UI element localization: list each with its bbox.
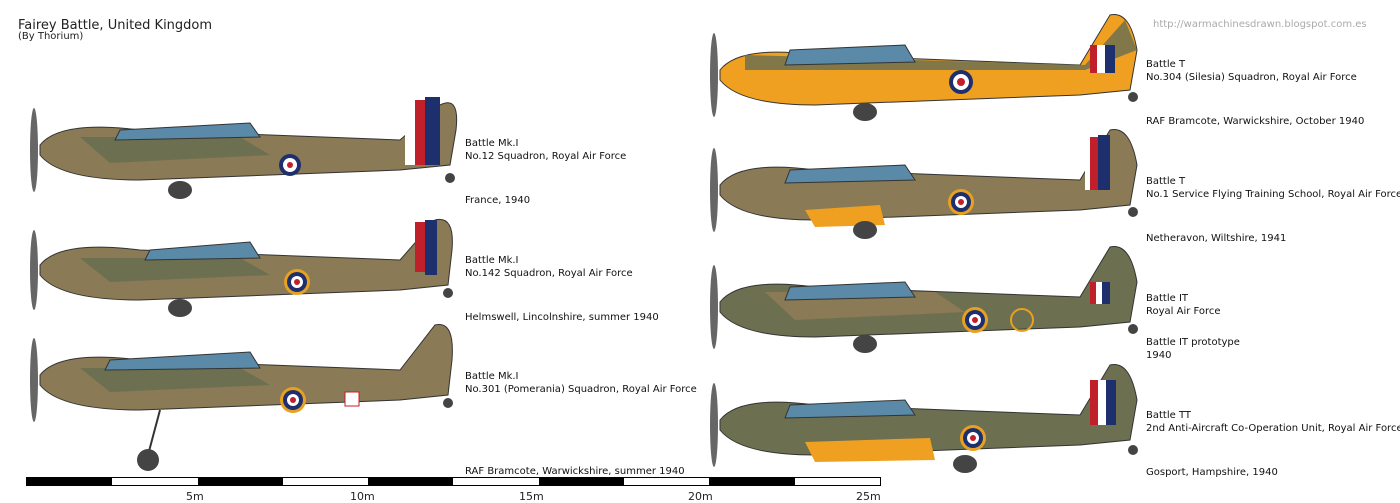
scale-tick: 5m: [186, 490, 204, 503]
scale-tick: 20m: [688, 490, 713, 503]
caption-6-variant: Battle IT: [1146, 293, 1188, 304]
caption-8-variant: Battle TT: [1146, 410, 1191, 421]
caption-5-unit: No.1 Service Flying Training School, Roy…: [1146, 189, 1400, 200]
scale-tick: 15m: [519, 490, 544, 503]
caption-7-variant: Battle IT prototype: [1146, 337, 1240, 348]
caption-8-unit: 2nd Anti-Aircraft Co-Operation Unit, Roy…: [1146, 423, 1400, 434]
caption-8-location: Gosport, Hampshire, 1940: [1146, 467, 1278, 478]
propeller-icon: [30, 230, 38, 310]
propeller-icon: [30, 338, 38, 422]
aircraft-profile-3: [30, 323, 453, 471]
caption-2-location: Helmswell, Lincolnshire, summer 1940: [465, 312, 659, 323]
propeller-icon: [710, 383, 718, 467]
caption-1-unit: No.12 Squadron, Royal Air Force: [465, 151, 627, 162]
caption-6-unit: Royal Air Force: [1146, 306, 1221, 317]
author-credit: (By Thorium): [18, 31, 84, 42]
scale-bar: [26, 477, 881, 486]
caption-3-location: RAF Bramcote, Warwickshire, summer 1940: [465, 466, 685, 477]
page-title: Fairey Battle, United Kingdom: [18, 18, 213, 33]
caption-2-variant: Battle Mk.I: [465, 255, 519, 266]
caption-7-unit: 1940: [1146, 350, 1172, 361]
aircraft-profile-7: [710, 363, 1138, 473]
aircraft-profile-5: [710, 128, 1138, 239]
caption-1-variant: Battle Mk.I: [465, 138, 519, 149]
aircraft-profile-2: [30, 218, 453, 317]
aircraft-profile-6: [710, 245, 1138, 353]
caption-5-variant: Battle T: [1146, 176, 1186, 187]
caption-5-location: Netheravon, Wiltshire, 1941: [1146, 233, 1287, 244]
caption-3-unit: No.301 (Pomerania) Squadron, Royal Air F…: [465, 384, 697, 395]
aircraft-profile-1: [30, 95, 458, 199]
scale-tick: 25m: [856, 490, 881, 503]
source-url: http://warmachinesdrawn.blogspot.com.es: [1153, 19, 1367, 30]
propeller-icon: [30, 108, 38, 192]
propeller-icon: [710, 33, 718, 117]
caption-4-variant: Battle T: [1146, 59, 1186, 70]
propeller-icon: [710, 265, 718, 349]
aircraft-profile-4: [710, 13, 1138, 121]
scale-tick: 10m: [350, 490, 375, 503]
propeller-icon: [710, 148, 718, 232]
caption-1-location: France, 1940: [465, 195, 531, 206]
caption-4-location: RAF Bramcote, Warwickshire, October 1940: [1146, 116, 1365, 127]
caption-3-variant: Battle Mk.I: [465, 371, 519, 382]
caption-2-unit: No.142 Squadron, Royal Air Force: [465, 268, 633, 279]
caption-4-unit: No.304 (Silesia) Squadron, Royal Air For…: [1146, 72, 1357, 83]
